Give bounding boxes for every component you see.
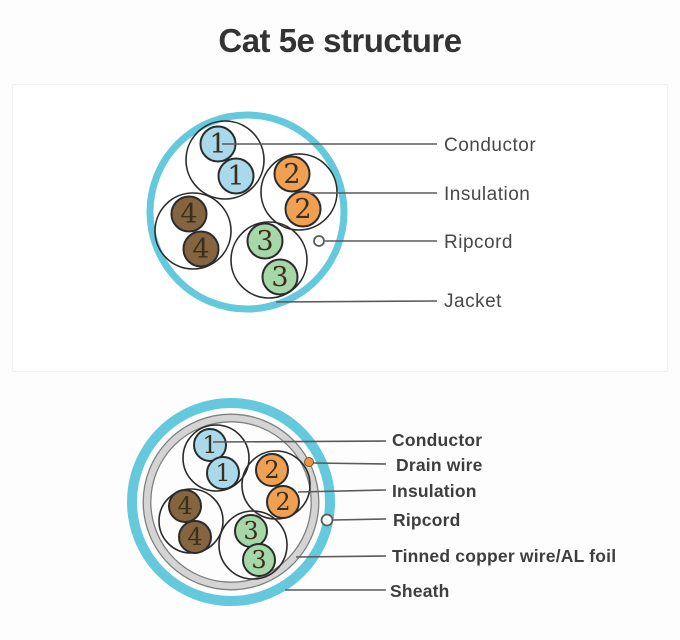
bottom-diagram: 1 1 2 2 3 3 4 4 Conductor Drain wire Ins… bbox=[127, 398, 616, 606]
callout-label-conductor: Conductor bbox=[392, 430, 482, 450]
wire-pair2-b bbox=[266, 485, 300, 519]
callout-label-ripcord: Ripcord bbox=[444, 232, 513, 253]
ripcord-marker bbox=[313, 235, 325, 247]
wire-number-2: 2 bbox=[283, 159, 300, 190]
wire-number-1: 1 bbox=[227, 161, 244, 192]
pair-group-1 bbox=[182, 424, 250, 492]
wire-pair4-a bbox=[170, 195, 208, 233]
wire-number-4: 4 bbox=[192, 234, 209, 265]
wire-pair3-b bbox=[261, 258, 299, 296]
wire-pair4-b bbox=[182, 230, 220, 268]
wire-number-4: 4 bbox=[187, 523, 202, 551]
callout-label-jacket: Jacket bbox=[444, 291, 502, 312]
drain-wire-dot bbox=[304, 457, 314, 467]
wire-pair1-b bbox=[217, 157, 255, 195]
callout-label-drain-wire: Drain wire bbox=[396, 455, 483, 475]
wire-number-1: 1 bbox=[215, 459, 230, 487]
callout-label-ripcord: Ripcord bbox=[393, 510, 461, 530]
wire-number-1: 1 bbox=[202, 431, 217, 459]
wire-pair1-b bbox=[206, 456, 240, 490]
wire-pair3-b bbox=[242, 543, 276, 577]
callout-line-drain-wire bbox=[312, 462, 387, 465]
foil-ring-outer-edge bbox=[142, 413, 320, 591]
sheath-ring bbox=[127, 398, 335, 606]
wire-number-4: 4 bbox=[177, 492, 192, 520]
callout-line-tinned-foil bbox=[295, 555, 387, 558]
page-title: Cat 5e structure bbox=[218, 22, 462, 59]
wire-number-3: 3 bbox=[271, 262, 288, 293]
callout-label-sheath: Sheath bbox=[390, 581, 450, 601]
wire-number-2: 2 bbox=[275, 488, 290, 516]
wire-pair2-a bbox=[255, 453, 289, 487]
pair-group-2 bbox=[260, 153, 338, 231]
wire-pair3-a bbox=[246, 222, 284, 260]
ripcord-marker bbox=[320, 513, 334, 527]
callout-label-insulation: Insulation bbox=[444, 184, 530, 205]
wire-number-3: 3 bbox=[251, 546, 266, 574]
pair-group-4 bbox=[154, 192, 232, 270]
callout-line-ripcord bbox=[332, 518, 387, 521]
wire-number-3: 3 bbox=[256, 226, 273, 257]
wire-pair4-b bbox=[178, 520, 212, 554]
callout-label-tinned-foil: Tinned copper wire/AL foil bbox=[392, 546, 616, 566]
top-diagram: 1 1 2 2 3 3 4 4 Conductor Insulation Rip… bbox=[146, 111, 536, 313]
pair-group-3 bbox=[218, 510, 288, 580]
wire-pair2-a bbox=[273, 155, 311, 193]
wire-number-4: 4 bbox=[180, 199, 197, 230]
pair-group-1 bbox=[185, 120, 265, 200]
callout-line-insulation bbox=[297, 489, 387, 493]
pair-group-3 bbox=[230, 221, 308, 299]
callout-line-conductor bbox=[212, 440, 387, 443]
wire-number-2: 2 bbox=[294, 194, 311, 225]
wire-pair2-b bbox=[284, 190, 322, 228]
wire-pair4-a bbox=[168, 489, 202, 523]
foil-ring bbox=[143, 414, 319, 590]
foil-ring-inner-edge bbox=[150, 421, 312, 583]
callout-label-insulation: Insulation bbox=[392, 481, 477, 501]
wire-number-2: 2 bbox=[264, 456, 279, 484]
callout-line-jacket bbox=[275, 300, 438, 303]
jacket-ring bbox=[146, 111, 348, 313]
wire-number-3: 3 bbox=[243, 517, 258, 545]
wire-pair1-a bbox=[193, 428, 227, 462]
wire-number-1: 1 bbox=[209, 129, 226, 160]
callout-label-conductor: Conductor bbox=[444, 135, 536, 156]
